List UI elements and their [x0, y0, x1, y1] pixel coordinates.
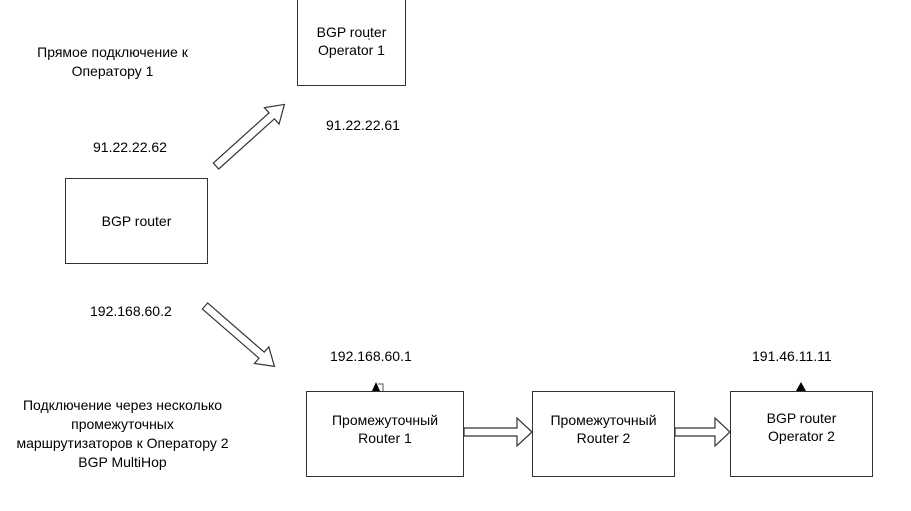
label-dot-artifact [368, 38, 370, 40]
caption-line: BGP MultiHop [78, 454, 167, 470]
caption-line: Оператору 1 [71, 63, 154, 79]
node-label-line: Router 1 [358, 430, 412, 446]
ip-label-intermediate1: 192.168.60.1 [330, 348, 412, 364]
ip-label-operator1: 91.22.22.61 [326, 117, 400, 133]
ip-label-bgp-router-op1: 91.22.22.62 [93, 139, 167, 155]
node-label-line: BGP router [316, 23, 387, 40]
node-label-line: Operator 2 [768, 428, 835, 444]
node-label-line: Operator 1 [318, 41, 385, 58]
port-marker-intermediate1-tab [378, 383, 384, 391]
caption-line: Прямое подключение к [37, 44, 188, 60]
arrow-bgp-router-to-operator1 [212, 103, 286, 170]
node-operator1-bgp-router[interactable]: BGP router Operator 1 [297, 0, 406, 86]
node-bgp-router[interactable]: BGP router [65, 178, 208, 264]
arrow-intermediate2-to-operator2 [674, 416, 731, 448]
node-label-line: Промежуточный [331, 412, 439, 428]
node-label-line: Промежуточный [550, 412, 657, 428]
node-operator2-bgp-router[interactable]: BGP router Operator 2 [730, 391, 873, 477]
node-intermediate-router-1[interactable]: Промежуточный Router 1 [306, 391, 464, 477]
port-marker-operator2 [796, 382, 806, 391]
caption-line: маршрутизаторов к Оператору 2 [16, 435, 229, 451]
ip-label-operator2: 191.46.11.11 [752, 348, 832, 364]
arrow-intermediate1-to-intermediate2 [463, 416, 533, 448]
arrow-bgp-router-to-intermediate1 [201, 302, 276, 368]
caption-line: Подключение через несколько [22, 397, 223, 413]
ip-label-bgp-router-multihop: 192.168.60.2 [90, 303, 172, 319]
caption-multihop-connection: Подключение через несколько промежуточны… [0, 396, 245, 472]
caption-direct-connection: Прямое подключение к Оператору 1 [30, 43, 195, 81]
node-label-line: BGP router [766, 410, 837, 426]
node-label-line: BGP router [101, 213, 172, 229]
port-marker-intermediate1 [372, 382, 380, 391]
node-intermediate-router-2[interactable]: Промежуточный Router 2 [532, 391, 675, 477]
caption-line: промежуточных [71, 416, 174, 432]
node-label-line: Router 2 [576, 430, 631, 446]
